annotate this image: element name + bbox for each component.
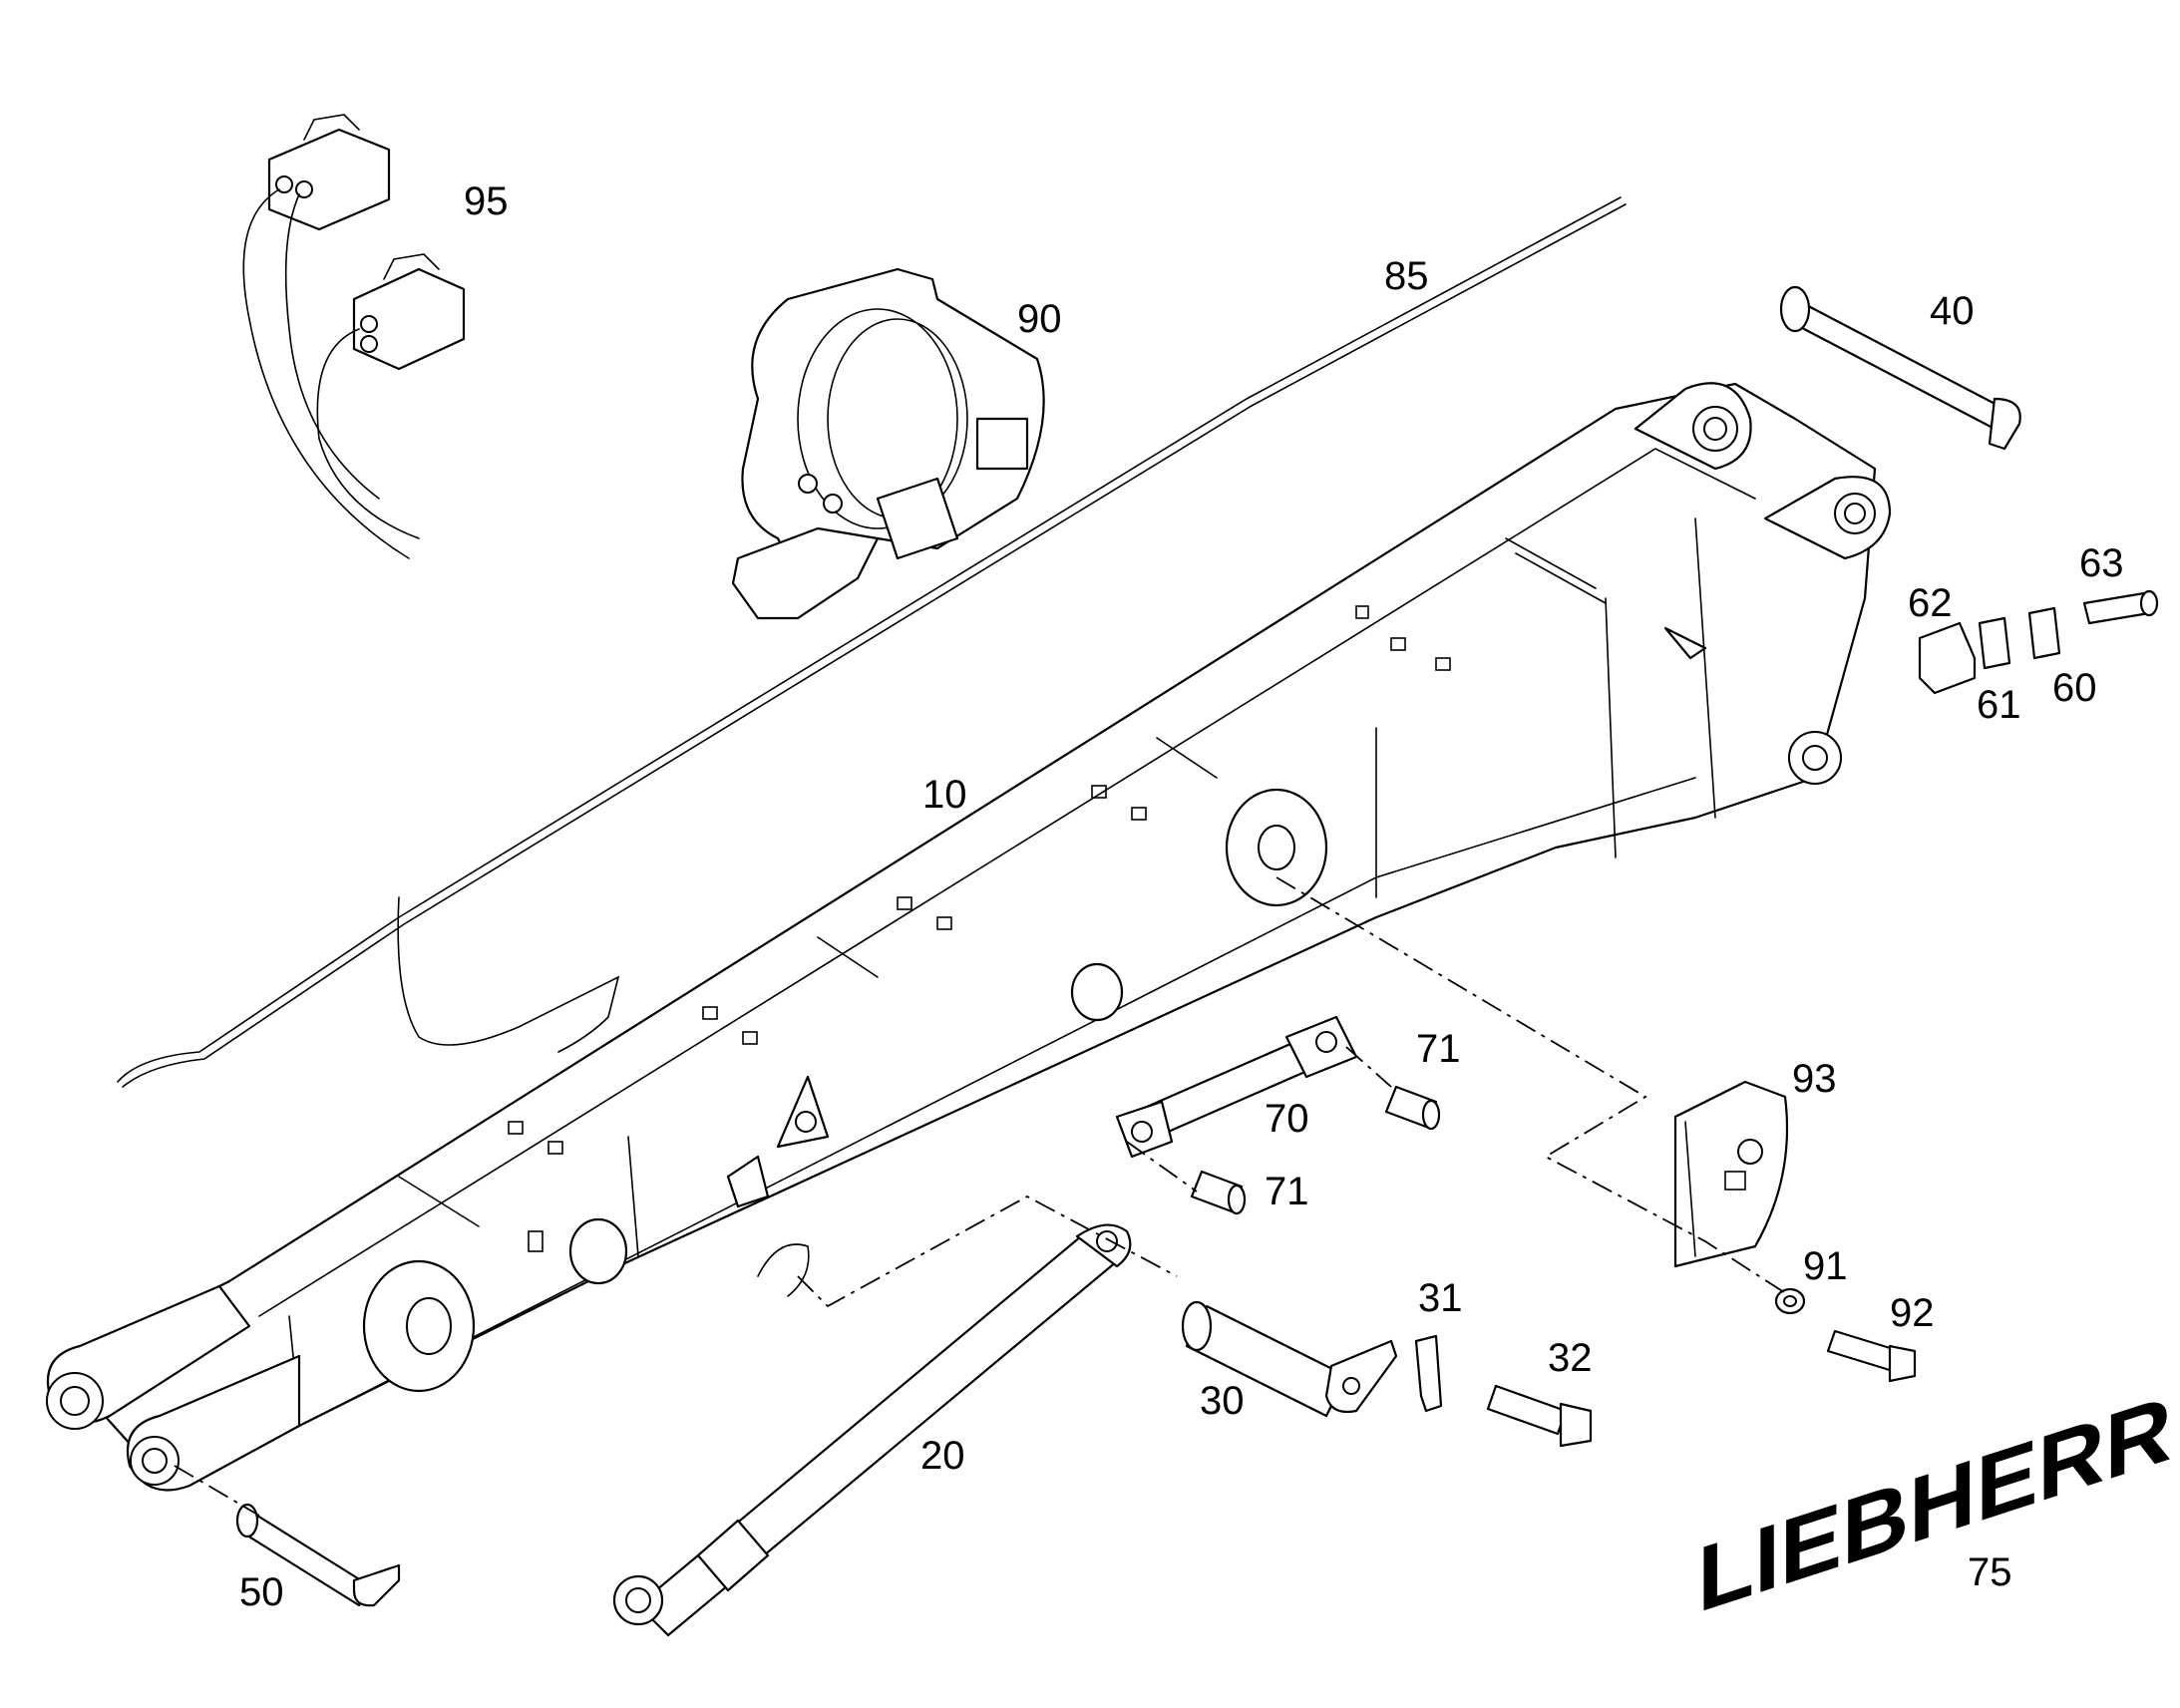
pin-part-40: [1779, 285, 2021, 451]
callout-71-bottom: 71: [1265, 1170, 1309, 1213]
bolts-part-71: [1190, 1085, 1441, 1215]
callout-10: 10: [922, 773, 967, 817]
turnbuckle-part-70: [1115, 1015, 1358, 1159]
pin-part-50: [235, 1503, 401, 1607]
callout-32: 32: [1548, 1336, 1593, 1380]
logo-text: LIEBHERR: [1697, 1376, 2172, 1633]
callout-71-top: 71: [1416, 1027, 1461, 1071]
callout-40: 40: [1930, 289, 1975, 333]
callout-31: 31: [1418, 1276, 1463, 1320]
liebherr-logo: LIEBHERR: [1697, 1376, 2172, 1633]
callout-90: 90: [1017, 297, 1062, 341]
callout-62: 62: [1908, 581, 1953, 625]
cable-part-85: [117, 196, 1627, 1088]
connectors-part-95: [242, 114, 466, 559]
cylinder-part-20: [612, 1223, 1132, 1637]
callout-30: 30: [1200, 1379, 1245, 1423]
clip-part-31: [1414, 1334, 1443, 1413]
parts-60-63-group: [1918, 589, 2159, 695]
callout-93: 93: [1792, 1057, 1837, 1101]
pin-part-30: [1181, 1300, 1398, 1418]
callout-91: 91: [1803, 1244, 1848, 1288]
callout-61: 61: [1977, 683, 2021, 727]
plate-part-93: [1673, 1080, 1789, 1268]
callout-85: 85: [1384, 254, 1429, 298]
callouts: 95 90 85 40 63 62 61 60 10 71 70 71 93 9…: [239, 179, 2124, 1614]
boom-part-10: [46, 382, 1892, 1492]
callout-20: 20: [920, 1434, 965, 1478]
bolt-part-32: [1486, 1384, 1593, 1448]
callout-70: 70: [1265, 1097, 1309, 1141]
callout-95: 95: [464, 179, 509, 223]
callout-75: 75: [1968, 1550, 2012, 1594]
sensor-part-90: [731, 267, 1045, 620]
washer-part-91: [1774, 1287, 1806, 1315]
callout-60: 60: [2052, 666, 2097, 710]
callout-50: 50: [239, 1570, 284, 1614]
assembly-lines: [174, 876, 1791, 1517]
callout-92: 92: [1890, 1291, 1935, 1335]
callout-63: 63: [2079, 541, 2124, 585]
bolt-part-92: [1826, 1329, 1917, 1383]
